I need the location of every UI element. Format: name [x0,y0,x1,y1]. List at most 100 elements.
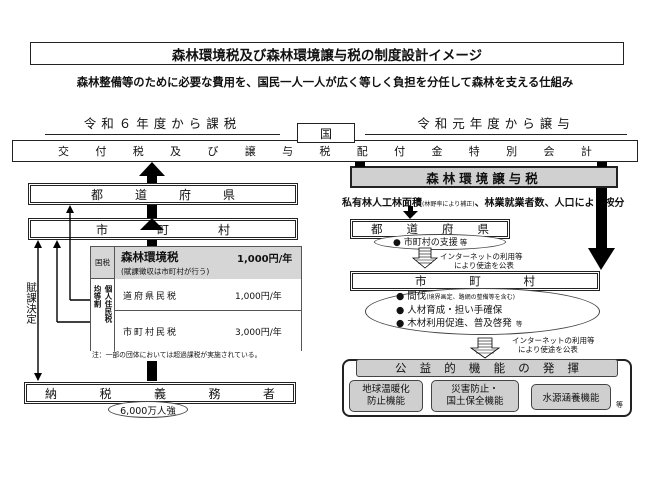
box-character: 府 [178,187,191,202]
function-warming-prevention: 地球温暖化 防止機能 [349,380,423,412]
box-character: 市 [415,274,427,288]
taxpayer-count-badge: 6,000万人強 [108,401,188,418]
allocation-part: 、林業就業者数 [474,198,545,209]
box-character: 府 [442,222,454,236]
box-character: 納 [45,386,58,401]
prefecture-support-item: ● 市町村の支援等 [374,234,506,250]
arrow-up-shaft [147,361,157,381]
tax-row: 市町村民税 3,000円/年 [115,311,301,351]
box-character: 道 [406,222,419,236]
box-character: 交 [58,145,69,158]
forest-env-transfer-tax-box: 森林環境譲与税 [350,166,618,188]
box-character: 配 [356,145,368,158]
box-character: 都 [371,222,383,236]
tax-row-amount: 3,000円/年 [235,328,282,338]
page-subtitle: 森林整備等のために必要な費用を、国民一人一人が広く等しく負担を分任して森林を支え… [76,76,574,89]
box-character: 市 [96,222,109,237]
tax-assessment-label: 賦課決定 [24,282,38,324]
public-functions-title: 公益的機能の発揮 [356,359,618,377]
left-section-heading: 令和６年度から課税 [45,113,280,135]
box-character: び [207,145,219,158]
tax-row-label: 市町村民税 [123,328,179,338]
box-character: 揮 [567,361,579,375]
box-character: 県 [222,187,235,202]
box-character: 県 [477,222,490,236]
box-character: 村 [523,274,536,288]
tax-row-amount: 1,000円/年 [235,292,282,302]
box-character: 与 [282,145,294,158]
arrow-head-up [140,218,164,230]
arrow-down-shaft [596,188,607,248]
municipal-use-item: ● 木材利用促進、普及啓発等 [396,318,522,331]
forest-env-tax-note: (賦課徴収は市町村が行う) [121,267,210,276]
allocation-note: (林野率により補正) [422,201,475,208]
box-character: 村 [217,222,230,237]
box-character: 付 [394,145,406,158]
publication-notice-line: により使途を公表 [454,261,514,270]
arrow-up-shaft [147,205,157,218]
publication-notice-1: インターネットの利用等 により使途を公表 [440,252,523,270]
box-character: 公 [395,361,407,375]
municipal-uses-list: ● 間伐(境界画定、路網の整備等を含む) ● 人材育成・担い手確保 ● 木材利用… [396,291,522,331]
box-character: 発 [542,361,555,375]
kinto-wari-label: 均等割 [93,285,102,308]
forest-env-tax-name: 森林環境税 [121,250,179,264]
box-character: 付 [95,145,107,158]
tax-footnote-row [90,351,302,362]
forest-env-tax-amount: 1,000円/年 [237,254,293,265]
arrow-head-down [588,248,615,270]
arrow-head-up [139,162,165,176]
page-title: 森林環境税及び森林環境譲与税の制度設計イメージ [30,42,624,65]
box-character: 益 [419,361,432,375]
individual-resident-tax-cell: 均等割 個人住民税 [91,279,115,351]
box-character: 譲 [244,145,256,158]
publication-notice-line: インターネットの利用等 [440,252,523,261]
box-character: 都 [91,187,104,202]
box-character: 会 [543,145,555,158]
function-disaster-prevention: 災害防止・ 国土保全機能 [431,380,519,412]
tax-row-label: 道府県民税 [123,292,179,302]
individual-resident-tax-label: 個人住民税 [104,285,113,323]
allocation-part: 私有林人工林面積 [342,198,422,209]
box-character: 計 [580,145,592,158]
national-tax-label: 国税 [95,257,110,267]
prefecture-box-left: 都道府県 [28,183,298,205]
box-character: 機 [468,361,481,375]
box-character: 税 [99,386,112,401]
allocation-part: 、人口 [544,198,575,209]
municipal-use-text: ● 人材育成・担い手確保 [396,304,503,316]
municipal-use-text: ● 木材利用促進、普及啓発 [396,318,512,329]
box-character: 義 [153,386,166,401]
municipal-use-text: ● 間伐 [396,291,427,302]
box-character: 税 [132,145,144,158]
prefecture-support-suffix: 等 [459,238,468,247]
prefecture-support-text: ● 市町村の支援 [393,238,458,248]
publication-notice-line: インターネットの利用等 [512,336,595,345]
box-character: 税 [319,145,331,158]
arrow-up-shaft [147,176,157,183]
special-account-bar: 交付税及び譲与税配付金特別会計 [12,140,638,162]
box-character: 的 [444,361,456,375]
municipal-use-note: 等 [515,320,523,328]
municipal-use-item: ● 人材育成・担い手確保 [396,305,522,319]
box-character: 務 [208,386,221,401]
right-section-heading: 令和元年度から譲与 [365,113,627,135]
municipal-use-item: ● 間伐(境界画定、路網の整備等を含む) [396,291,522,305]
tax-footnote: 注：一部の団体においては超過課税が実施されている。 [92,351,262,359]
municipal-uses-oval [365,288,600,335]
tax-row: 道府県民税 1,000円/年 [115,279,301,311]
function-water-conservation: 水源涵養機能 [531,384,611,410]
national-tax-cell: 国税 [91,247,115,279]
arrow-up-shaft [147,240,157,246]
publication-notice-2: インターネットの利用等 により使途を公表 [512,336,595,354]
box-character: 町 [469,274,481,288]
national-government-box: 国 [297,123,355,143]
box-character: 者 [262,386,275,401]
box-character: 及 [170,145,182,158]
municipal-use-note: (境界画定、路網の整備等を含む) [426,294,515,301]
box-character: 能 [493,361,506,375]
box-character: 特 [468,145,480,158]
functions-suffix: 等 [616,401,623,409]
box-character: 金 [431,145,443,158]
